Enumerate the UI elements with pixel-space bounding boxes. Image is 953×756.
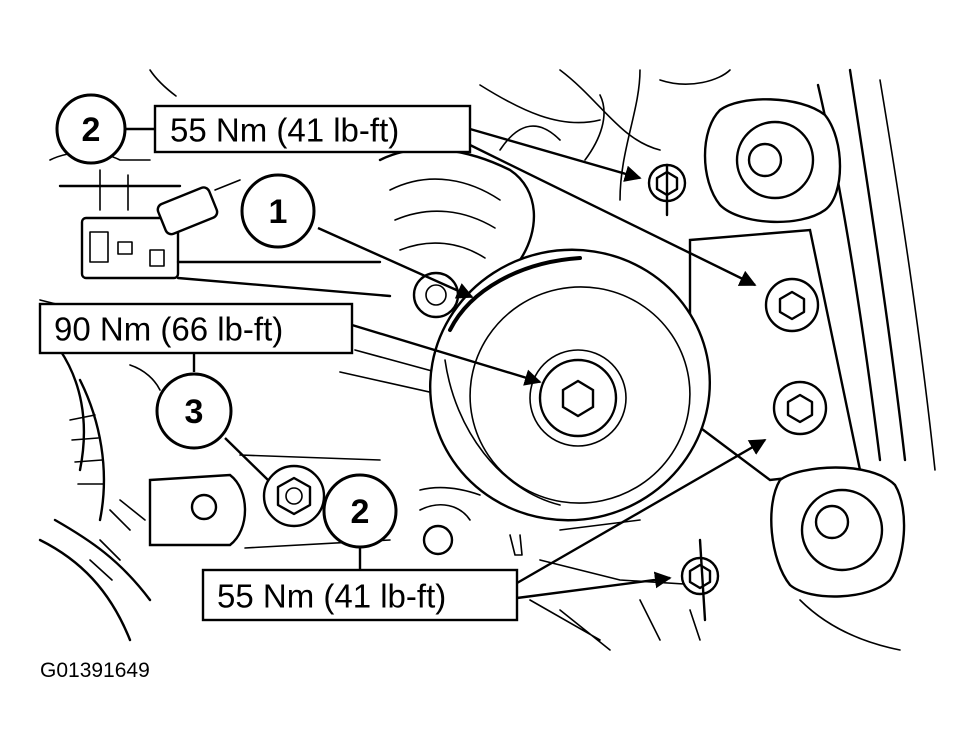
callout-3-label: 3: [185, 393, 204, 431]
callout-2-bottom: 2: [322, 473, 398, 549]
torque-label-middle: 90 Nm (66 lb-ft): [38, 302, 354, 355]
leader-lines: [125, 127, 767, 600]
torque-label-middle-text: 90 Nm (66 lb-ft): [54, 311, 283, 348]
figure-code: G01391649: [40, 659, 150, 682]
torque-label-top: 55 Nm (41 lb-ft): [153, 104, 472, 154]
engine-background-linework: [38, 68, 936, 651]
callout-2-top: 2: [55, 93, 127, 165]
callout-1-label: 1: [269, 193, 288, 231]
torque-label-top-text: 55 Nm (41 lb-ft): [170, 112, 399, 149]
callout-2-bottom-label: 2: [351, 493, 370, 531]
callout-3: 3: [155, 372, 233, 450]
callout-2-top-label: 2: [82, 111, 101, 149]
torque-label-bottom-text: 55 Nm (41 lb-ft): [217, 578, 446, 615]
callout-1: 1: [240, 173, 316, 249]
pulley: [412, 248, 711, 522]
torque-label-bottom: 55 Nm (41 lb-ft): [201, 568, 519, 622]
mount-bracket: [647, 98, 906, 622]
